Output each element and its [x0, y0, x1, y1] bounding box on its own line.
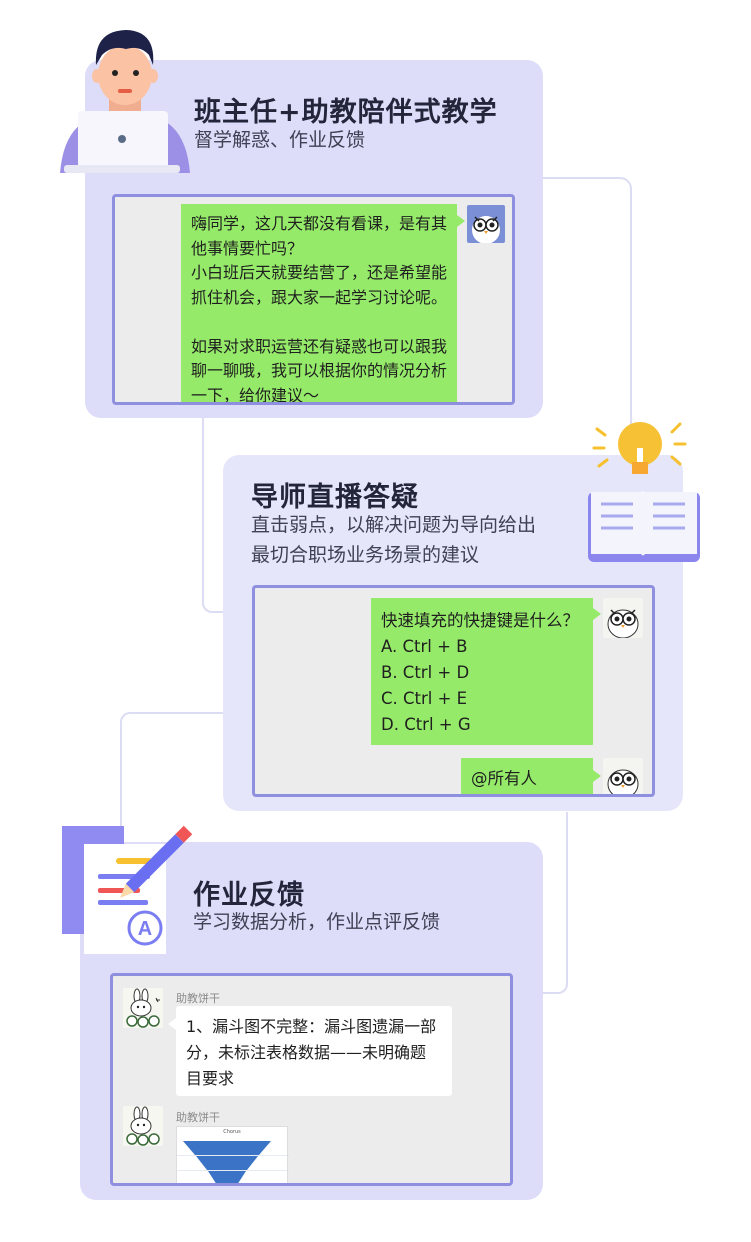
- sender-name: 助教饼干: [176, 1111, 220, 1124]
- connector-line: [540, 177, 632, 447]
- owl-avatar-icon: [607, 769, 639, 794]
- funnel-chart-graphic: [177, 1141, 289, 1183]
- teacher-avatar: [603, 758, 643, 794]
- question-line: A. Ctrl + B: [381, 637, 468, 656]
- section-subtitle-line: 最切合职场业务场景的建议: [251, 544, 480, 566]
- feedback-line: 目要求: [186, 1069, 235, 1088]
- section-title: 班主任+助教陪伴式教学: [194, 97, 498, 128]
- question-line: 快速填充的快捷键是什么？: [381, 611, 579, 630]
- funnel-chart-image[interactable]: Chorus: [176, 1126, 289, 1183]
- bubble-tail: [593, 770, 601, 782]
- owl-avatar-icon: [607, 609, 639, 638]
- rabbit-avatar-icon: [126, 988, 160, 1028]
- connector-line: [540, 812, 568, 994]
- message-line: 聊一聊哦，我可以根据你的情况分析: [191, 361, 448, 380]
- connector-line: [120, 712, 224, 852]
- section-subtitle-line: 直击弱点，以解决问题为导向给出: [251, 514, 537, 536]
- message-line: 如果对求职运营还有疑惑也可以跟我: [191, 336, 448, 356]
- sender-name: 助教饼干: [176, 992, 220, 1005]
- rabbit-avatar-icon: [126, 1106, 160, 1146]
- svg-text:A: A: [138, 918, 152, 940]
- section-title: 导师直播答疑: [251, 482, 419, 513]
- section-subtitle: 学习数据分析，作业点评反馈: [193, 911, 441, 933]
- chat-question-bubble: 快速填充的快捷键是什么？ A. Ctrl + B B. Ctrl + D C. …: [371, 598, 593, 745]
- question-line: B. Ctrl + D: [381, 663, 470, 682]
- question-line: D. Ctrl + G: [381, 715, 471, 734]
- message-line: 抓住机会，跟大家一起学习讨论呢。: [191, 287, 448, 307]
- feedback-line: 分，未标注表格数据——未明确题: [186, 1043, 427, 1062]
- teacher-laptop-icon: [60, 30, 190, 173]
- message-line: [191, 310, 447, 335]
- teacher-avatar: [603, 598, 643, 638]
- chat-message-bubble: 嗨同学，这几天都没有看课，是有其 他事情要忙吗？ 小白班后天就要结营了，还是希望…: [181, 204, 457, 405]
- assistant-avatar: [123, 988, 163, 1028]
- bubble-tail: [457, 215, 465, 227]
- question-line: C. Ctrl + E: [381, 689, 468, 708]
- mention-bubble: @所有人: [461, 758, 593, 794]
- owl-avatar-icon: [472, 216, 500, 243]
- feedback-line: 1、漏斗图不完整：漏斗图遗漏一部: [186, 1017, 437, 1036]
- message-line: 一下，给你建议～: [191, 385, 320, 405]
- funnel-chart-title: Chorus: [223, 1129, 241, 1135]
- chat-window: 助教饼干 1、漏斗图不完整：漏斗图遗漏一部 分，未标注表格数据——未明确题 目要…: [110, 973, 513, 1186]
- homework-pencil-icon: A: [62, 825, 193, 954]
- teacher-avatar: [467, 205, 505, 243]
- bubble-tail: [168, 1018, 176, 1030]
- assistant-avatar: [123, 1106, 163, 1146]
- message-line: 他事情要忙吗？: [191, 238, 304, 258]
- message-line: 小白班后天就要结营了，还是希望能: [191, 263, 448, 282]
- feedback-bubble: 1、漏斗图不完整：漏斗图遗漏一部 分，未标注表格数据——未明确题 目要求: [176, 1006, 452, 1096]
- lightbulb-book-icon: [588, 422, 700, 562]
- bubble-tail: [593, 608, 601, 620]
- section-subtitle: 督学解惑、作业反馈: [194, 129, 366, 151]
- chat-window: 快速填充的快捷键是什么？ A. Ctrl + B B. Ctrl + D C. …: [252, 585, 655, 797]
- connector-line: [202, 418, 224, 613]
- chat-window: 嗨同学，这几天都没有看课，是有其 他事情要忙吗？ 小白班后天就要结营了，还是希望…: [112, 194, 515, 405]
- section-title: 作业反馈: [193, 880, 305, 911]
- message-line: 嗨同学，这几天都没有看课，是有其: [191, 214, 448, 233]
